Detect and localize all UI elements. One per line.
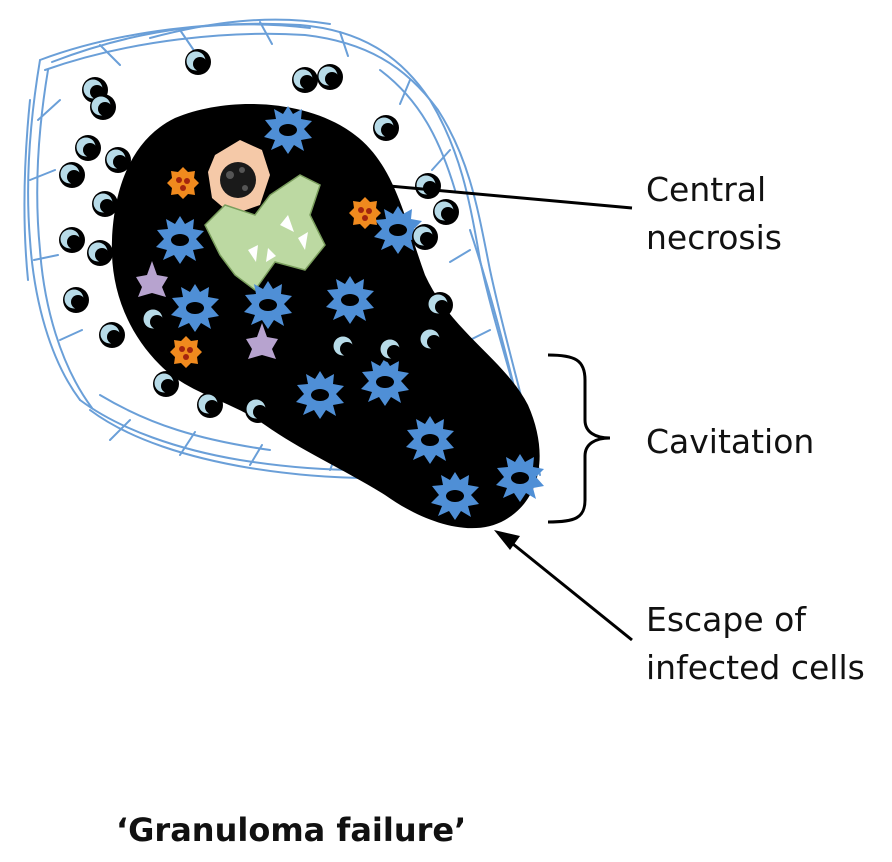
- escape-arrowhead: [494, 530, 520, 550]
- escape-line-1: Escape of: [646, 600, 806, 639]
- central-necrosis-line-1: Central: [646, 170, 767, 209]
- central-necrosis-label: Central necrosis: [646, 166, 782, 262]
- cavitation-label: Cavitation: [646, 422, 815, 461]
- escape-line-2: infected cells: [646, 648, 865, 687]
- cavitation-bracket: [547, 353, 611, 524]
- giant-cell-icon: [204, 174, 326, 292]
- necrotic-debris: [208, 140, 270, 215]
- central-necrosis-line-2: necrosis: [646, 218, 782, 257]
- escape-label: Escape of infected cells: [646, 596, 865, 692]
- figure-caption: ‘Granuloma failure’: [116, 811, 467, 849]
- necrosis-pointer-line: [377, 183, 633, 210]
- escape-arrow-line: [507, 538, 633, 642]
